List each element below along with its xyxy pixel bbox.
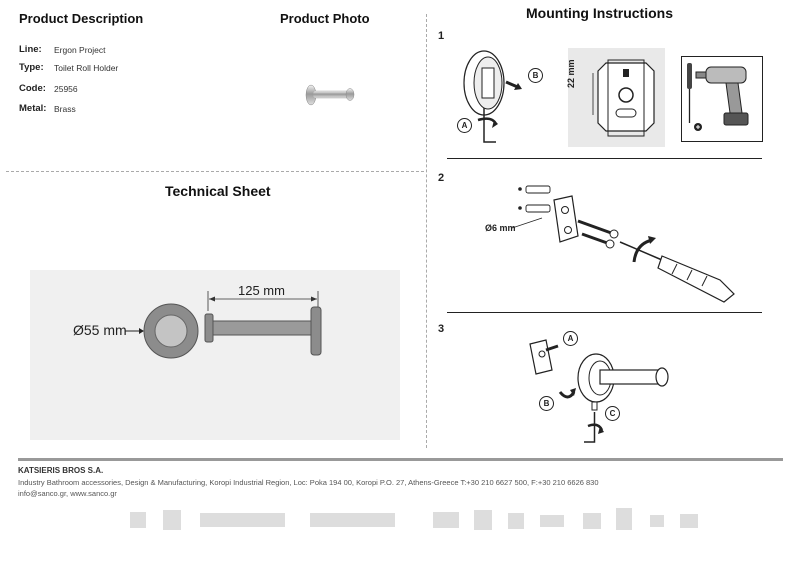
step3-callout-b-text: B: [543, 399, 550, 408]
left-horizontal-divider: [6, 171, 424, 172]
cert-logo-iso9001: [200, 513, 285, 527]
cert-logo-iso14001: [310, 513, 395, 527]
line-label: Line:: [19, 44, 42, 55]
diameter-label: Ø55 mm: [73, 322, 127, 338]
footer-company: KATSIERIS BROS S.A.: [18, 466, 104, 475]
step1-callout-a: A: [457, 118, 472, 133]
code-label: Code:: [19, 83, 46, 94]
footer-address: Industry Bathroom accessories, Design & …: [18, 478, 599, 487]
cert-logo-7: [583, 513, 601, 529]
footer-rule: [18, 458, 783, 461]
product-photo-title: Product Photo: [280, 11, 370, 26]
footer-contact: info@sanco.gr, www.sanco.gr: [18, 489, 117, 498]
step1-callout-b-text: B: [532, 71, 539, 80]
step2-divider: [447, 312, 762, 313]
type-label: Type:: [19, 62, 44, 73]
step1-wall-plate-drawing: [463, 50, 522, 143]
step3-callout-c-text: C: [609, 409, 616, 418]
step1-bracket-drawing: [592, 59, 655, 137]
step1-divider: [447, 158, 762, 159]
step3-callout-b: B: [539, 396, 554, 411]
cert-logo-1: [130, 512, 146, 528]
cert-logo-10: [680, 514, 698, 528]
metal-label: Metal:: [19, 103, 47, 114]
step1-number: 1: [438, 30, 445, 42]
cert-logo-5: [508, 513, 524, 529]
vertical-divider: [426, 14, 427, 448]
product-photo: [305, 84, 355, 106]
product-description-title: Product Description: [19, 11, 144, 26]
step1-callout-b: B: [528, 68, 543, 83]
technical-drawing: [125, 291, 322, 359]
technical-sheet-title: Technical Sheet: [165, 183, 271, 199]
step1-dim-label: 22 mm: [566, 59, 576, 88]
step2-number: 2: [438, 172, 445, 184]
step3-callout-c: C: [605, 406, 620, 421]
step3-assembly-drawing: [529, 339, 669, 443]
type-value: Toilet Roll Holder: [54, 63, 119, 73]
cert-logo-4: [474, 510, 492, 530]
step3-number: 3: [438, 323, 445, 335]
cert-logo-8: [616, 508, 632, 530]
step2-dim-label: Ø6 mm: [485, 223, 516, 233]
step3-callout-a-text: A: [567, 334, 574, 343]
step1-tools-drawing: [687, 63, 749, 131]
cert-logo-3: [433, 512, 459, 528]
mounting-title: Mounting Instructions: [526, 5, 673, 21]
line-value: Ergon Project: [54, 45, 106, 55]
cert-logo-9: [650, 515, 664, 527]
step3-callout-a: A: [563, 331, 578, 346]
step1-callout-a-text: A: [461, 121, 468, 130]
length-label: 125 mm: [238, 283, 285, 298]
metal-value: Brass: [54, 104, 76, 114]
step2-screws-drawing: [512, 185, 735, 303]
code-value: 25956: [54, 84, 78, 94]
cert-logo-6: [540, 515, 564, 527]
cert-logo-2: [163, 510, 181, 530]
